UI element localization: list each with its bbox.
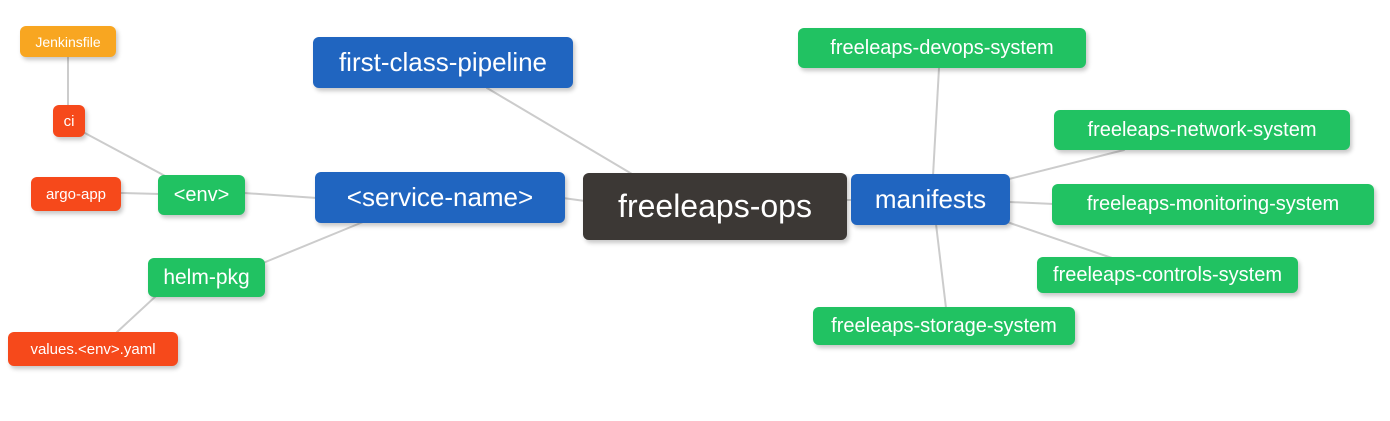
node-manifests[interactable]: manifests (851, 174, 1010, 225)
edge-manifests-monitoring (1008, 201, 1055, 205)
edge-helmpkg-servicename (262, 221, 364, 264)
node-label: freeleaps-devops-system (830, 36, 1054, 59)
edge-servicename-ops (562, 197, 586, 202)
node-label: values.<env>.yaml (30, 340, 156, 358)
node-service-name[interactable]: <service-name> (315, 172, 565, 223)
node-freeleaps-storage-system[interactable]: freeleaps-storage-system (813, 307, 1075, 345)
node-freeleaps-monitoring-system[interactable]: freeleaps-monitoring-system (1052, 184, 1374, 225)
node-label: Jenkinsfile (35, 33, 101, 50)
edge-ci-env (82, 131, 168, 178)
node-label: first-class-pipeline (338, 47, 548, 77)
node-label: manifests (874, 184, 987, 214)
node-values-env-yaml[interactable]: values.<env>.yaml (8, 332, 178, 366)
node-label: freeleaps-network-system (1087, 118, 1317, 141)
node-label: freeleaps-ops (618, 188, 812, 224)
node-label: <service-name> (346, 182, 534, 212)
node-argo-app[interactable]: argo-app (31, 177, 121, 211)
node-label: ci (63, 112, 75, 130)
node-freeleaps-ops-root[interactable]: freeleaps-ops (583, 173, 847, 240)
node-label: freeleaps-monitoring-system (1086, 193, 1340, 215)
edge-env-servicename (243, 192, 318, 199)
node-env[interactable]: <env> (158, 175, 245, 215)
node-label: helm-pkg (163, 265, 250, 289)
node-first-class-pipeline[interactable]: first-class-pipeline (313, 37, 573, 88)
edge-manifests-network (1008, 149, 1125, 180)
node-jenkinsfile[interactable]: Jenkinsfile (20, 26, 116, 57)
node-label: <env> (173, 183, 230, 206)
node-label: freeleaps-controls-system (1053, 263, 1282, 286)
edge-values-helmpkg (115, 295, 157, 334)
edge-manifests-storage (935, 223, 947, 309)
node-freeleaps-devops-system[interactable]: freeleaps-devops-system (798, 28, 1086, 68)
edge-devops-manifests (932, 67, 940, 177)
node-freeleaps-controls-system[interactable]: freeleaps-controls-system (1037, 257, 1298, 293)
edge-fcp-ops (486, 87, 633, 175)
node-freeleaps-network-system[interactable]: freeleaps-network-system (1054, 110, 1350, 150)
node-helm-pkg[interactable]: helm-pkg (148, 258, 265, 297)
node-ci[interactable]: ci (53, 105, 85, 137)
node-label: argo-app (45, 185, 107, 203)
node-label: freeleaps-storage-system (831, 314, 1057, 337)
edge-argoapp-env (120, 192, 161, 195)
edge-manifests-controls (1006, 221, 1113, 259)
